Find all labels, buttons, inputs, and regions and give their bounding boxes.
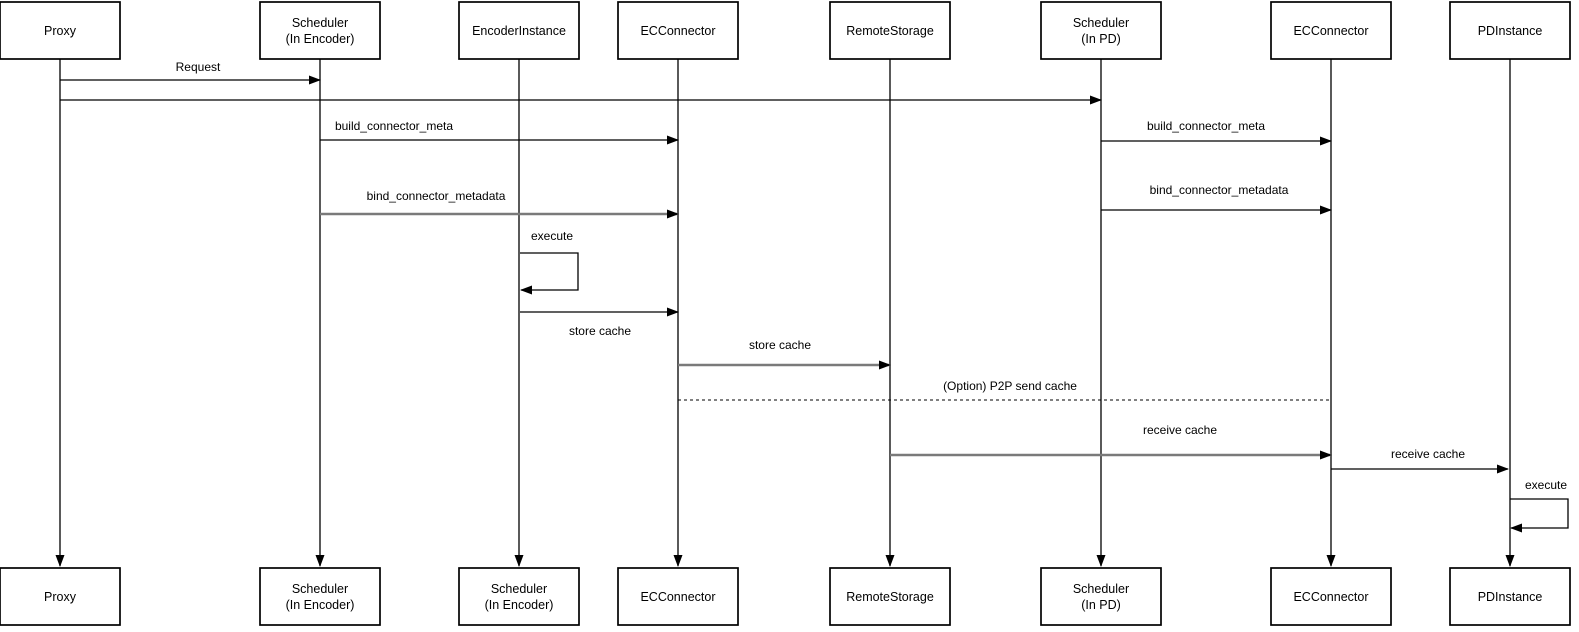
participant-label: Scheduler xyxy=(1073,16,1129,30)
participant-box-ec-connector-1-top: ECConnector xyxy=(617,1,739,60)
participant-box-rect xyxy=(458,1,580,60)
message-bind-connector-metadata-right: bind_connector_metadata xyxy=(1101,183,1332,215)
participant-box-scheduler-pd-bottom: Scheduler (In PD) xyxy=(1040,567,1162,626)
message-bind-connector-metadata-left: bind_connector_metadata xyxy=(320,189,679,219)
participant-box-rect xyxy=(1449,1,1571,60)
message-label-request: Request xyxy=(176,60,221,74)
message-label-store-cache-ec-to-remote: store cache xyxy=(749,338,811,352)
participant-box-pd-instance-bottom: PDInstance xyxy=(1449,567,1571,626)
participant-label: Scheduler xyxy=(491,582,547,596)
message-label-build-connector-meta-left: build_connector_meta xyxy=(335,119,453,133)
participant-label: (In PD) xyxy=(1081,32,1121,46)
participant-label: (In Encoder) xyxy=(485,598,554,612)
participant-box-rect xyxy=(259,1,381,60)
message-execute-pd: execute xyxy=(1510,478,1569,533)
participant-label: PDInstance xyxy=(1478,590,1543,604)
message-store-cache-ec-to-remote: store cache xyxy=(678,338,891,370)
message-label-execute-encoder: execute xyxy=(531,229,573,243)
message-request: Request xyxy=(60,60,321,85)
participant-box-scheduler-encoder-top: Scheduler (In Encoder) xyxy=(259,1,381,60)
message-receive-cache-remote-to-ec: receive cache xyxy=(890,423,1332,460)
participant-box-remote-storage-top: RemoteStorage xyxy=(829,1,951,60)
participant-box-rect xyxy=(829,567,951,626)
self-message-line xyxy=(520,252,579,295)
participant-box-rect xyxy=(1040,567,1162,626)
participant-label: RemoteStorage xyxy=(846,24,934,38)
participant-box-ec-connector-1-bottom: ECConnector xyxy=(617,567,739,626)
participant-box-rect xyxy=(259,567,381,626)
participant-box-proxy-bottom: Proxy xyxy=(0,567,121,626)
participant-box-ec-connector-2-bottom: ECConnector xyxy=(1270,567,1392,626)
participant-box-ec-connector-2-top: ECConnector xyxy=(1270,1,1392,60)
participant-box-scheduler-pd-top: Scheduler (In PD) xyxy=(1040,1,1162,60)
participant-label: Scheduler xyxy=(292,582,348,596)
message-label-build-connector-meta-right: build_connector_meta xyxy=(1147,119,1265,133)
message-label-execute-pd: execute xyxy=(1525,478,1567,492)
participant-box-encoder-instance-bottom: Scheduler (In Encoder) xyxy=(458,567,580,626)
participant-box-scheduler-encoder-bottom: Scheduler (In Encoder) xyxy=(259,567,381,626)
message-receive-cache-ec-to-pd: receive cache xyxy=(1331,447,1509,474)
message-label-bind-connector-metadata-left: bind_connector_metadata xyxy=(367,189,506,203)
participant-box-encoder-instance-top: EncoderInstance xyxy=(458,1,580,60)
message-p2p-send-cache: (Option) P2P send cache xyxy=(678,379,1331,401)
messages-layer: Request build_connector_meta build_connect… xyxy=(60,60,1569,533)
participant-box-rect xyxy=(1449,567,1571,626)
participant-label: Scheduler xyxy=(1073,582,1129,596)
participant-label: ECConnector xyxy=(1293,24,1368,38)
message-label-bind-connector-metadata-right: bind_connector_metadata xyxy=(1150,183,1289,197)
participant-label: Proxy xyxy=(44,590,77,604)
participant-box-rect xyxy=(0,567,121,626)
message-label-receive-cache-ec-to-pd: receive cache xyxy=(1391,447,1465,461)
participant-label: (In Encoder) xyxy=(286,32,355,46)
participant-label: (In PD) xyxy=(1081,598,1121,612)
participant-label: Scheduler xyxy=(292,16,348,30)
participant-label: EncoderInstance xyxy=(472,24,566,38)
participant-box-pd-instance-top: PDInstance xyxy=(1449,1,1571,60)
message-label-receive-cache-remote-to-ec: receive cache xyxy=(1143,423,1217,437)
self-message-line xyxy=(1510,498,1569,533)
participant-label: RemoteStorage xyxy=(846,590,934,604)
message-store-cache-encoder-to-ec: store cache xyxy=(520,307,679,338)
participant-box-rect xyxy=(0,1,121,60)
participant-label: Proxy xyxy=(44,24,77,38)
participant-box-remote-storage-bottom: RemoteStorage xyxy=(829,567,951,626)
participant-box-proxy-top: Proxy xyxy=(0,1,121,60)
message-build-connector-meta-left: build_connector_meta xyxy=(320,119,679,145)
participant-label: ECConnector xyxy=(640,24,715,38)
participant-label: (In Encoder) xyxy=(286,598,355,612)
lifelines-layer xyxy=(55,59,1515,567)
participant-label: ECConnector xyxy=(640,590,715,604)
participant-label: PDInstance xyxy=(1478,24,1543,38)
participant-box-rect xyxy=(1270,567,1392,626)
participant-box-rect xyxy=(1270,1,1392,60)
message-build-connector-meta-right: build_connector_meta xyxy=(1101,119,1332,146)
participant-box-rect xyxy=(1040,1,1162,60)
participant-box-rect xyxy=(617,1,739,60)
message-label-p2p-send-cache: (Option) P2P send cache xyxy=(943,379,1077,393)
message-label-store-cache-encoder-to-ec: store cache xyxy=(569,324,631,338)
participant-box-rect xyxy=(829,1,951,60)
message-execute-encoder: execute xyxy=(520,229,579,295)
participant-box-rect xyxy=(458,567,580,626)
participant-box-rect xyxy=(617,567,739,626)
participant-label: ECConnector xyxy=(1293,590,1368,604)
